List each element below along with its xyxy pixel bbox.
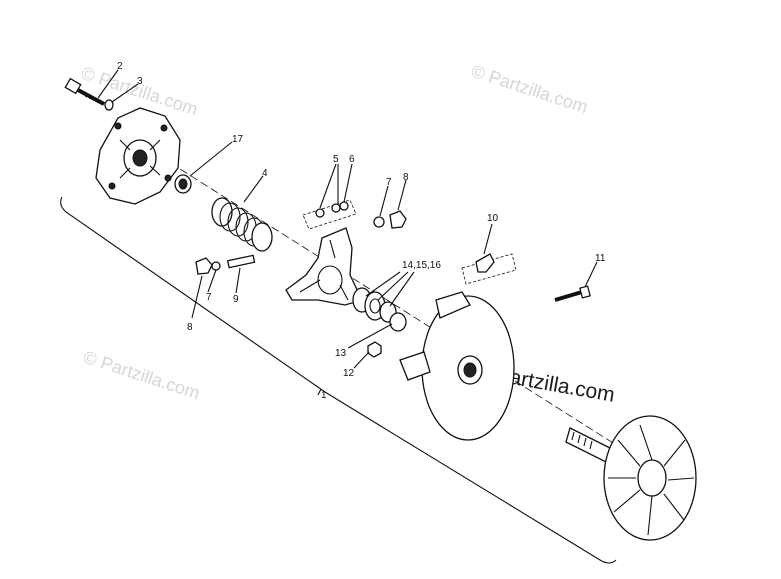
cover-bolt-hole-2	[160, 124, 168, 132]
callout-2: 2	[117, 61, 123, 72]
bolt-11-head	[579, 285, 591, 299]
bracket-line	[60, 196, 617, 564]
cover-plate	[95, 107, 181, 205]
watermark-faint-3: © Partzilla.com	[81, 347, 203, 404]
leader-lines	[97, 69, 598, 369]
leader-5	[319, 163, 337, 209]
center-axis-line	[149, 149, 641, 461]
leader-11	[584, 261, 598, 288]
leader-10	[483, 223, 493, 255]
cap-part-8-upper	[389, 210, 407, 229]
callout-14-15-16: 14,15,16	[402, 260, 441, 271]
callout-labels: 1 2 3 4 5 6 7 8 7 8 9 10 11 12 13 14,15,…	[117, 61, 606, 401]
callout-17: 17	[232, 134, 244, 145]
callout-8-upper: 8	[403, 172, 409, 183]
watermark-faint-2: © Partzilla.com	[469, 61, 591, 118]
cover-plate-ribs	[119, 139, 161, 179]
leader-6	[343, 163, 353, 203]
bolt-shank	[77, 88, 105, 106]
cover-bolt-hole-1	[114, 122, 122, 130]
ring-part-13	[389, 312, 407, 332]
callout-10: 10	[487, 213, 499, 224]
callout-1: 1	[321, 390, 327, 401]
callout-9: 9	[233, 294, 239, 305]
leader-7-upper	[379, 185, 389, 217]
leader-17	[189, 141, 233, 177]
bolt-head	[64, 77, 82, 95]
bolt-11-shank	[554, 290, 583, 302]
cover-plate-bore	[132, 149, 148, 167]
nut-part-7-lower	[211, 261, 221, 271]
bolt-part-2	[64, 77, 105, 106]
fixed-sheave-fins	[608, 424, 695, 536]
leader-9	[235, 267, 241, 294]
fixed-sheave-shaft	[565, 427, 611, 463]
bracket-piece	[475, 253, 495, 273]
sheave-bore	[463, 362, 477, 378]
seals-part-14-16	[352, 287, 397, 323]
callout-11: 11	[595, 253, 606, 264]
callout-8-lower: 8	[187, 322, 193, 333]
callout-13: 13	[335, 348, 347, 359]
roller-part-6a	[331, 203, 341, 213]
bracket-tick	[317, 388, 322, 396]
roller-part-5	[315, 208, 325, 218]
washer-part-3	[104, 99, 114, 111]
sheave-tower-top	[435, 291, 471, 319]
bushing-part-17	[174, 174, 192, 194]
spring-part-4	[211, 197, 273, 252]
spider-arm	[285, 227, 363, 306]
cover-bolt-hole-4	[108, 182, 116, 190]
callout-5: 5	[333, 154, 339, 165]
sheave-tower-left	[399, 351, 431, 381]
assembly-bracket	[60, 196, 617, 564]
leader-14a	[365, 271, 401, 297]
spring-coil-6	[251, 222, 273, 252]
callout-7-lower: 7	[206, 292, 212, 303]
nut-cap-upper	[373, 210, 407, 229]
spider-body	[285, 227, 363, 306]
nut-part-7-upper	[373, 216, 385, 228]
fixed-sheave-hub	[637, 459, 667, 497]
leader-8-upper	[397, 179, 407, 211]
callout-12: 12	[343, 368, 355, 379]
cap-pin-lower	[195, 254, 256, 275]
callout-3: 3	[137, 76, 143, 87]
shaft-threads	[571, 431, 593, 450]
spring-coil-3	[227, 207, 249, 237]
callout-7-upper: 7	[386, 177, 392, 188]
seal-part-15-bore	[369, 298, 381, 314]
leader-12	[353, 351, 370, 369]
spider-ribs	[299, 239, 349, 301]
cap-part-8-lower	[195, 257, 213, 275]
roller-part-6b	[339, 201, 349, 211]
fixed-sheave	[565, 415, 697, 541]
pin-part-9	[226, 254, 256, 269]
leader-7-lower	[207, 269, 217, 293]
leader-14c	[389, 271, 415, 307]
leader-3	[111, 83, 139, 103]
bracket-part-10	[461, 253, 517, 285]
leader-14b	[377, 271, 409, 301]
bolt-part-11	[554, 285, 591, 302]
callout-6: 6	[349, 154, 355, 165]
bracket-group-box	[461, 253, 517, 285]
callout-4: 4	[262, 168, 268, 179]
cover-bolt-hole-3	[164, 174, 172, 182]
spring-coil-1	[211, 197, 233, 227]
leader-4	[243, 175, 264, 203]
spider-hub	[317, 265, 343, 295]
movable-sheave	[399, 291, 515, 441]
nut-part-12	[367, 341, 382, 358]
bolt-threads	[83, 91, 99, 104]
leader-8-lower	[191, 275, 203, 319]
leader-13	[347, 323, 393, 349]
leader-2	[97, 69, 119, 99]
rollers-part-5-6	[302, 199, 357, 230]
bushing-bore	[178, 178, 188, 190]
